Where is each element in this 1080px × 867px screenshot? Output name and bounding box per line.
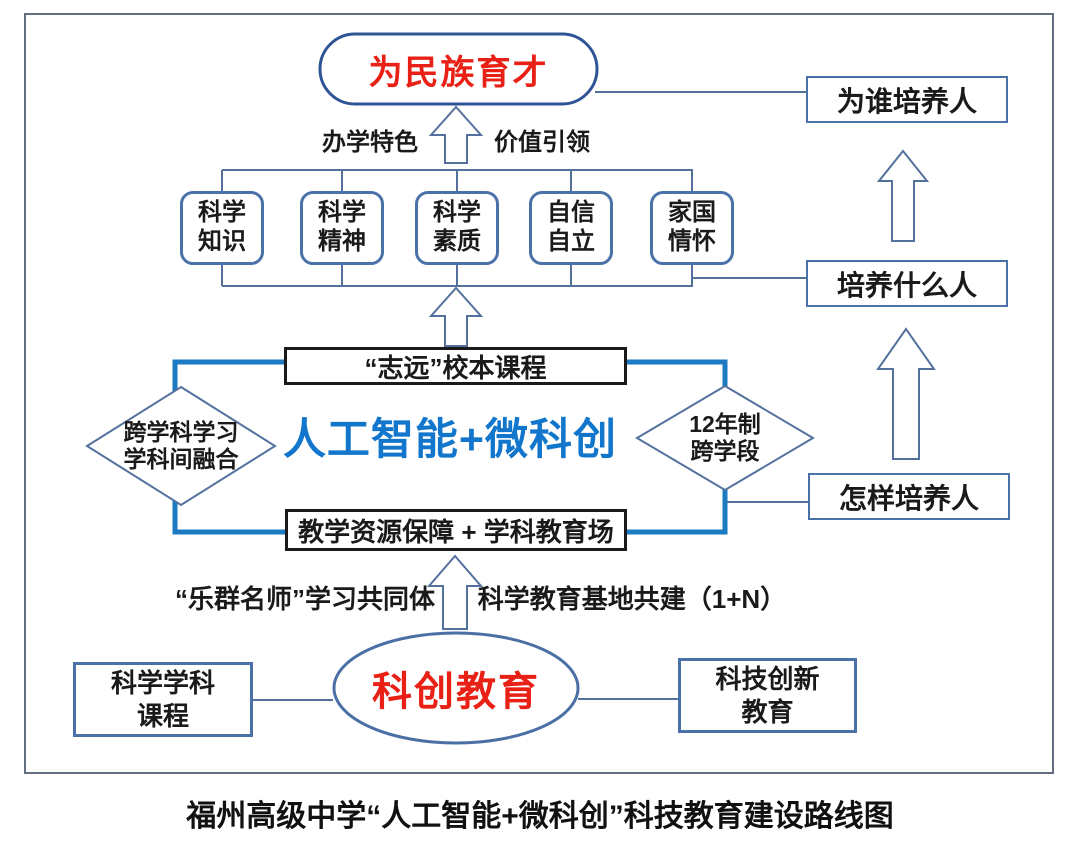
diagram-caption: 福州高级中学“人工智能+微科创”科技教育建设路线图 xyxy=(186,799,894,833)
quality-line: 知识 xyxy=(198,228,246,255)
quality-box-spirit: 科学 精神 xyxy=(300,191,384,265)
outer-frame xyxy=(24,13,1054,774)
left-diamond-shape xyxy=(85,385,277,507)
diamond-line: 跨学科学习 xyxy=(123,418,239,445)
quality-line: 自立 xyxy=(547,228,595,255)
quality-box-patriotism: 家国 情怀 xyxy=(650,191,734,265)
what-person-box: 培养什么人 xyxy=(806,260,1008,307)
science-base-label: 科学教育基地共建（1+N） xyxy=(477,584,787,614)
resource-bar: 教学资源保障 + 学科教育场 xyxy=(285,509,627,551)
quality-line: 科学 xyxy=(433,199,481,227)
box-line: 教育 xyxy=(741,696,794,727)
source-ellipse-shape xyxy=(332,631,580,745)
arrow-to-whofor xyxy=(876,149,930,242)
core-title: 人工智能+微科创 xyxy=(282,416,618,464)
source-node-label: 科创教育 xyxy=(372,670,540,714)
right-diamond-label: 12年制 跨学段 xyxy=(645,410,805,464)
science-course-box: 科学学科 课程 xyxy=(73,662,253,737)
quality-line: 自信 xyxy=(547,199,595,227)
quality-line: 科学 xyxy=(198,199,246,227)
value-label: 价值引领 xyxy=(494,129,590,156)
how-cultivate-box: 怎样培养人 xyxy=(808,473,1010,520)
arrow-to-whatperson xyxy=(876,327,936,460)
diamond-line: 12年制 xyxy=(689,410,761,437)
feature-label: 办学特色 xyxy=(322,129,418,156)
up-arrows xyxy=(426,105,936,630)
connector-lines xyxy=(221,91,808,701)
goal-stadium-shape xyxy=(318,32,599,106)
goal-node-label: 为民族育才 xyxy=(368,53,549,92)
diamond-line: 学科间融合 xyxy=(123,446,239,472)
left-diamond-label: 跨学科学习 学科间融合 xyxy=(91,418,271,472)
arrow-to-bottombar xyxy=(426,554,484,630)
arrow-to-goal xyxy=(428,105,484,164)
box-line: 课程 xyxy=(136,700,189,731)
school-course-bar: “志远”校本课程 xyxy=(284,347,627,385)
quality-line: 情怀 xyxy=(668,228,716,255)
who-for-box: 为谁培养人 xyxy=(806,76,1008,123)
box-line: 科技创新 xyxy=(715,664,820,694)
quality-line: 家国 xyxy=(668,199,716,227)
quality-line: 素质 xyxy=(433,228,481,255)
box-line: 科学学科 xyxy=(110,668,215,698)
tech-innovation-box: 科技创新 教育 xyxy=(678,658,857,733)
arrow-to-qualities xyxy=(428,286,484,347)
quality-line: 科学 xyxy=(318,199,366,227)
quality-box-literacy: 科学 素质 xyxy=(415,191,499,265)
diamond-line: 跨学段 xyxy=(690,438,760,464)
quality-box-confidence: 自信 自立 xyxy=(529,191,613,265)
right-diamond-shape xyxy=(635,384,815,492)
quality-line: 精神 xyxy=(318,228,366,255)
teacher-community-label: “乐群名师”学习共同体 xyxy=(174,584,435,614)
quality-box-knowledge: 科学 知识 xyxy=(180,191,264,265)
